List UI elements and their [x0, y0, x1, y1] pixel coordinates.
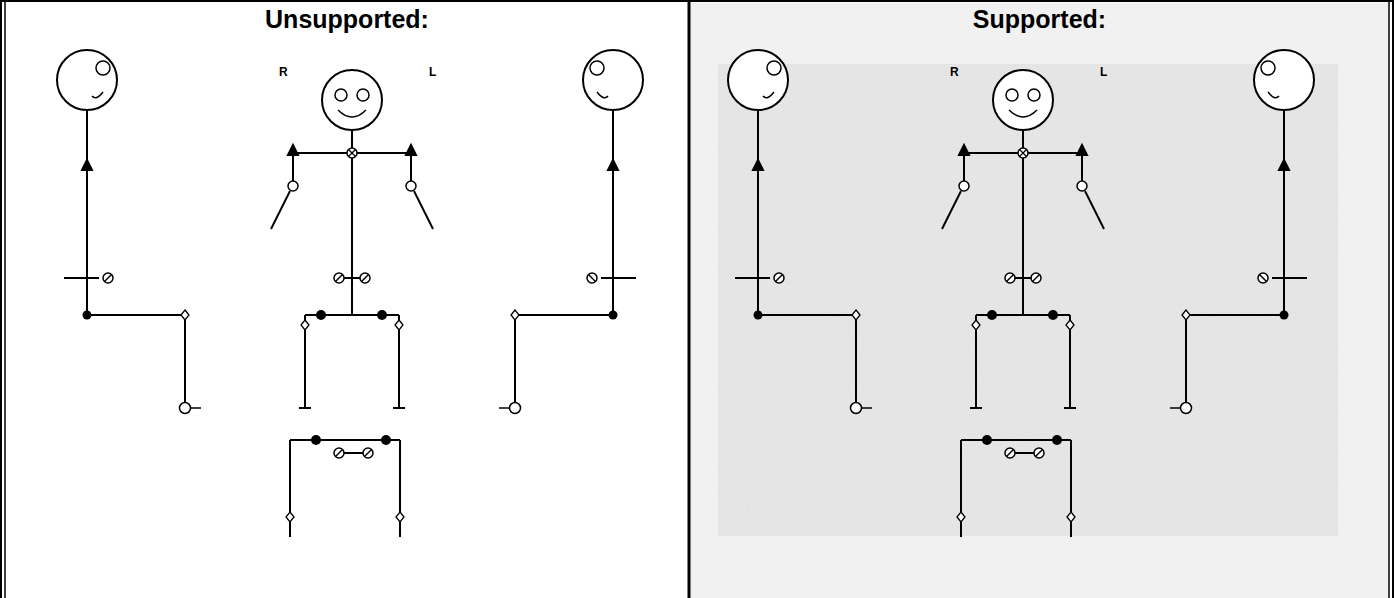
side-letter: R	[279, 65, 288, 79]
stick-figures	[728, 50, 1314, 537]
side-letter: R	[950, 65, 959, 79]
panel-heading: Unsupported:	[6, 5, 688, 34]
side-letter: L	[429, 65, 436, 79]
panel-heading: Supported:	[691, 5, 1388, 34]
table-cell: Supported:	[691, 3, 1388, 598]
noise-texture	[718, 64, 1338, 536]
side-letter: L	[1100, 65, 1107, 79]
stick-figures	[57, 50, 643, 537]
table-cell: Unsupported:	[6, 3, 688, 598]
cell-ground	[690, 3, 1388, 598]
drawing-ground	[718, 64, 1338, 536]
